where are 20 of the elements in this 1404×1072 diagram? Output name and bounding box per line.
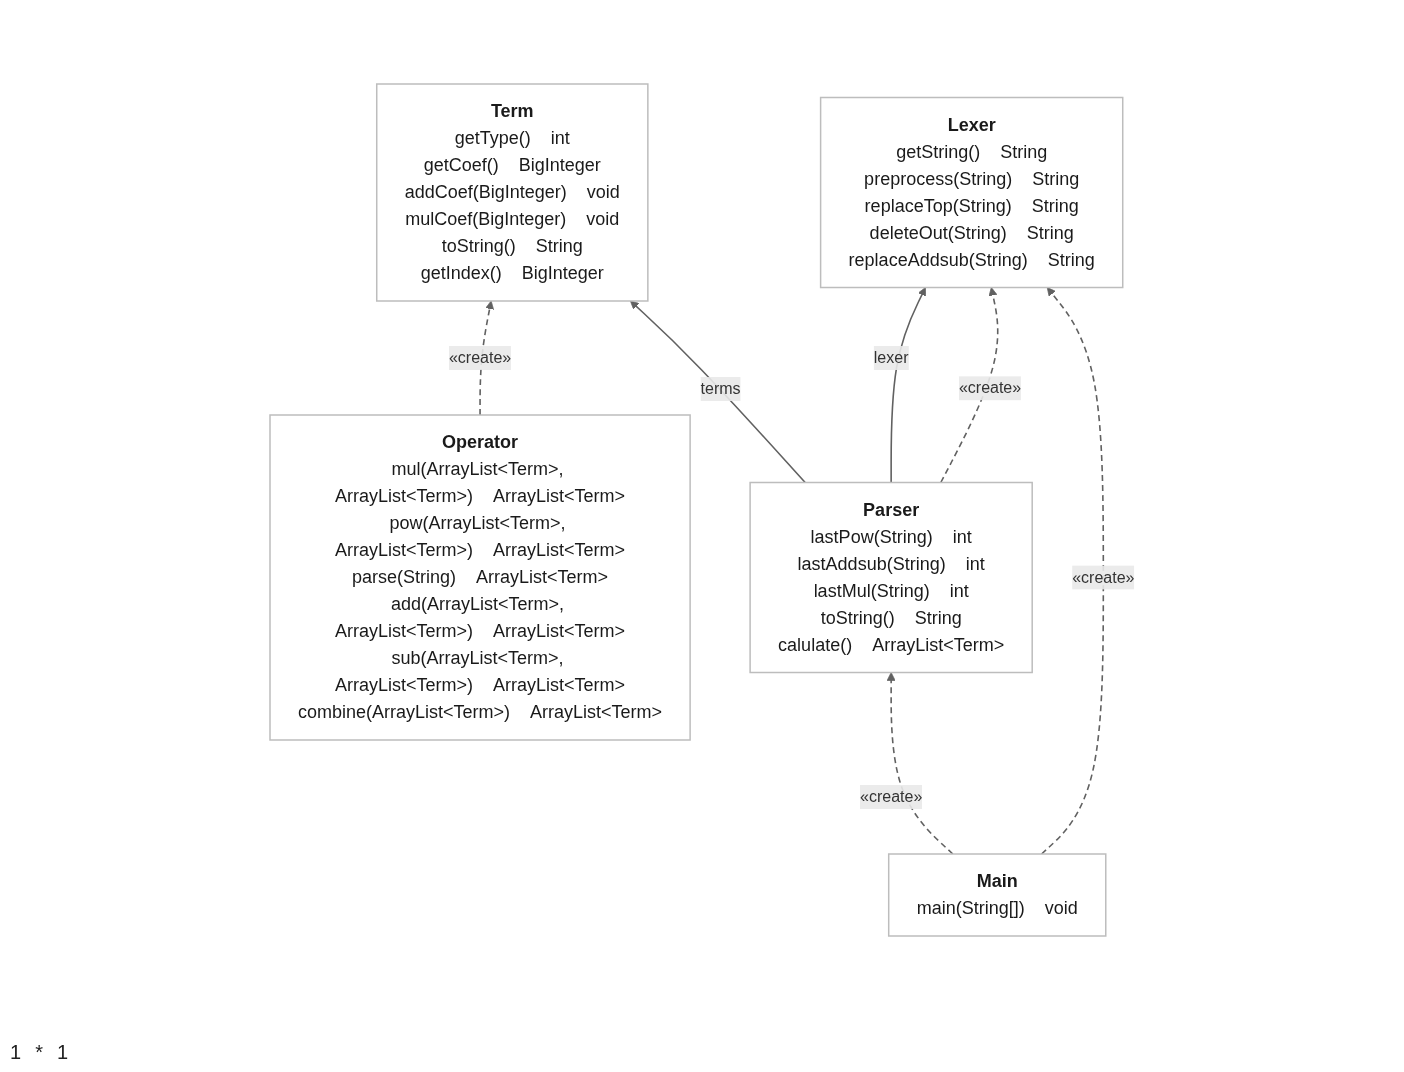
arrow — [886, 672, 954, 855]
node-box: Operator mul(ArrayList<Term>, ArrayList<Term>) ArrayList<Term> pow(ArrayList<Term>, ArrayList<Term>) ArrayList<Term> parse(String) ArrayList<Term> add(ArrayList<Term>, ArrayList<Term>) ArrayList<Term> sub(ArrayList<Term>, ArrayList<Term>) ArrayList<Term> combine(ArrayList<Term>) ArrayList<Term> — [269, 414, 691, 741]
edge-label: terms — [700, 380, 741, 398]
multiplicity-label: 1 — [10, 1041, 22, 1064]
edge-label: «create» — [1071, 568, 1135, 586]
arrow — [479, 300, 494, 416]
node-box: Lexer getString() String preprocess(String) String replaceTop(String) String deleteOut(String) String replaceAddsub(String) String — [819, 96, 1124, 289]
arrow — [939, 287, 999, 484]
edge-label: «create» — [859, 788, 923, 805]
edge-label: «create» — [958, 379, 1021, 397]
node-box: Main main(String[]) void — [887, 853, 1107, 937]
multiplicity-label: 1 — [56, 1041, 69, 1064]
arrow — [629, 300, 806, 484]
edge-label: «create» — [448, 349, 511, 366]
arrow — [1040, 287, 1104, 855]
edge-label: lexer — [873, 349, 909, 366]
arrow — [890, 287, 926, 484]
node-box: Parser lastPow(String) int lastAddsub(String) int lastMul(String) int toString() String calulate() ArrayList<Term> — [749, 481, 1033, 674]
multiplicity-label: * — [35, 1041, 43, 1064]
node-box: Term getType() int getCoef() BigInteger addCoef(BigInteger) void mulCoef(BigInteger) void toString() String getIndex() BigInteger — [375, 83, 649, 302]
